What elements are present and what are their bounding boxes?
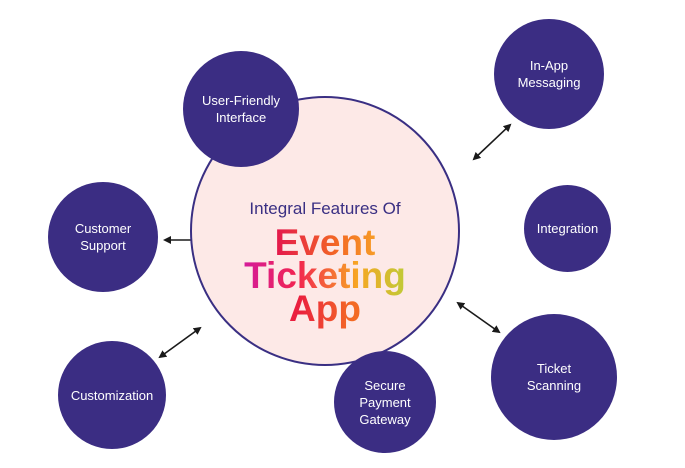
feature-label: Scanning xyxy=(526,378,582,393)
feature-integration: Integration xyxy=(524,185,611,272)
feature-label: Integration xyxy=(536,221,599,236)
center-title-app: App xyxy=(190,289,460,329)
feature-customization: Customization xyxy=(58,341,166,449)
feature-label: Secure xyxy=(364,377,406,393)
arrow-customization xyxy=(158,326,202,359)
center-title-ticketing: Ticketing xyxy=(190,256,460,296)
feature-secure-payment-gateway: Secure Payment Gateway xyxy=(334,351,436,453)
feature-label: Support xyxy=(80,238,126,253)
feature-customer-support: Customer Support xyxy=(48,182,158,292)
feature-label: Gateway xyxy=(359,411,411,427)
feature-user-friendly-interface: User-Friendly Interface xyxy=(183,51,299,167)
arrow-scanning xyxy=(456,301,501,334)
center-subtitle: Integral Features Of xyxy=(249,199,401,218)
feature-label: User-Friendly xyxy=(201,93,280,108)
feature-label: Payment xyxy=(359,394,411,410)
feature-label: In-App xyxy=(529,58,569,73)
feature-label: Messaging xyxy=(517,75,581,90)
feature-ticket-scanning: Ticket Scanning xyxy=(491,314,617,440)
arrow-messaging xyxy=(472,123,512,161)
feature-in-app-messaging: In-App Messaging xyxy=(494,19,604,129)
feature-label: Ticket xyxy=(536,361,572,376)
feature-label: Customization xyxy=(70,387,154,403)
feature-label: Customer xyxy=(74,221,132,236)
feature-label: Interface xyxy=(215,110,267,125)
center-title-event: Event xyxy=(190,223,460,263)
